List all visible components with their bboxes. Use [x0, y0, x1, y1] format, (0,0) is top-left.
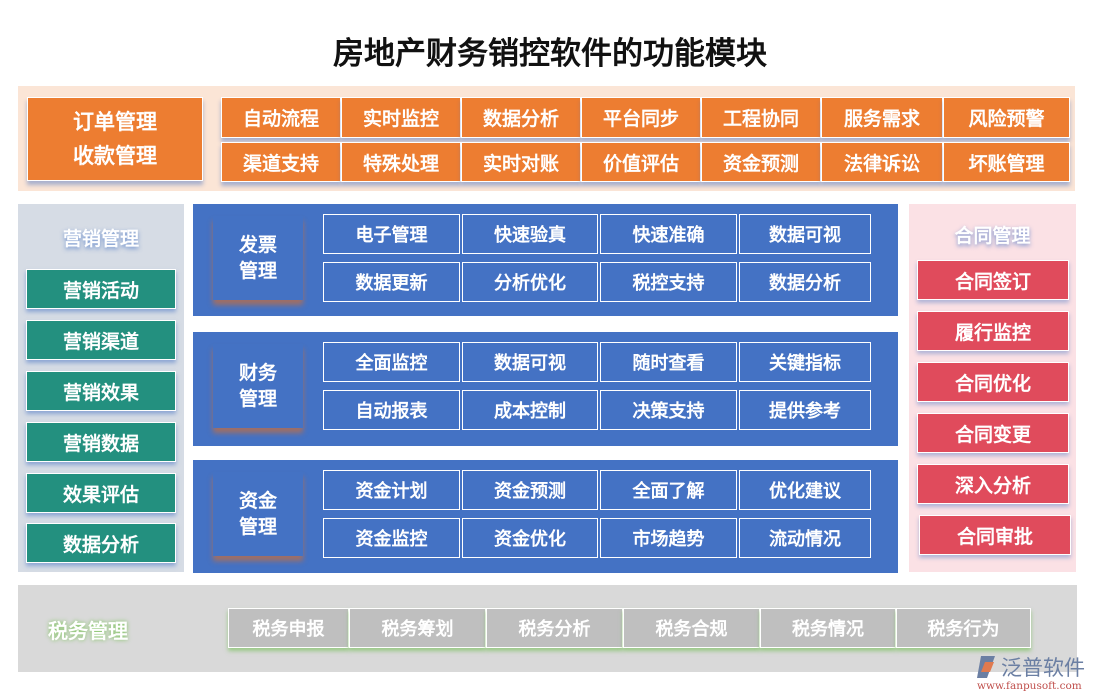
feature-item: 实时监控 [341, 97, 461, 138]
contract-item: 履行监控 [917, 311, 1069, 351]
feature-item: 平台同步 [581, 97, 701, 138]
tax-item: 税务申报 [228, 608, 349, 648]
feature-item: 资金预测 [701, 142, 821, 182]
feature-item: 工程协同 [701, 97, 821, 138]
module-label: 财务 管理 [213, 344, 303, 428]
feature-item: 坏账管理 [943, 142, 1070, 182]
order-collection-box: 订单管理 收款管理 [27, 97, 203, 181]
module-item: 数据可视 [462, 342, 598, 382]
module-item: 成本控制 [462, 390, 598, 430]
module-item: 资金计划 [323, 470, 460, 510]
logo-name: 泛普软件 [1001, 656, 1085, 680]
marketing-title: 营销管理 [62, 228, 139, 250]
marketing-item: 营销渠道 [26, 320, 176, 360]
module-label: 发票 管理 [213, 216, 303, 300]
module-item: 资金优化 [462, 518, 598, 558]
module-item: 分析优化 [462, 262, 598, 302]
module-item: 提供参考 [739, 390, 871, 430]
module-item: 自动报表 [323, 390, 460, 430]
module-item: 数据分析 [739, 262, 871, 302]
tax-item: 税务分析 [486, 608, 623, 648]
feature-item: 实时对账 [461, 142, 581, 182]
module-item: 快速验真 [462, 214, 598, 254]
fanpu-logo: 泛普软件 www.fanpusoft.com [975, 652, 1095, 696]
contract-item: 合同优化 [917, 362, 1069, 402]
feature-item: 渠道支持 [221, 142, 341, 182]
feature-item: 数据分析 [461, 97, 581, 138]
module-item: 资金监控 [323, 518, 460, 558]
feature-item: 特殊处理 [341, 142, 461, 182]
tax-item: 税务筹划 [349, 608, 486, 648]
marketing-item: 营销活动 [26, 269, 176, 309]
module-item: 数据可视 [739, 214, 871, 254]
feature-item: 价值评估 [581, 142, 701, 182]
module-item: 电子管理 [323, 214, 460, 254]
module-item: 随时查看 [600, 342, 737, 382]
marketing-item: 营销效果 [26, 371, 176, 411]
tax-item: 税务情况 [760, 608, 896, 648]
module-item: 资金预测 [462, 470, 598, 510]
marketing-item: 数据分析 [26, 523, 176, 563]
contract-item: 合同审批 [919, 515, 1071, 555]
module-item: 数据更新 [323, 262, 460, 302]
feature-item: 服务需求 [821, 97, 943, 138]
marketing-item: 营销数据 [26, 422, 176, 462]
module-item: 优化建议 [739, 470, 871, 510]
contract-item: 深入分析 [917, 464, 1069, 504]
module-block: 发票 管理电子管理快速验真快速准确数据可视数据更新分析优化税控支持数据分析 [193, 204, 898, 316]
logo-icon [977, 656, 995, 678]
module-item: 关键指标 [739, 342, 871, 382]
module-block: 财务 管理全面监控数据可视随时查看关键指标自动报表成本控制决策支持提供参考 [193, 332, 898, 446]
module-label: 资金 管理 [213, 472, 303, 556]
tax-title: 税务管理 [48, 619, 128, 643]
module-item: 流动情况 [739, 518, 871, 558]
tax-item: 税务合规 [623, 608, 760, 648]
logo-url: www.fanpusoft.com [977, 680, 1082, 692]
module-item: 全面监控 [323, 342, 460, 382]
collection-label: 收款管理 [73, 144, 157, 168]
module-block: 资金 管理资金计划资金预测全面了解优化建议资金监控资金优化市场趋势流动情况 [193, 460, 898, 573]
feature-item: 法律诉讼 [821, 142, 943, 182]
tax-item: 税务行为 [896, 608, 1031, 648]
page-title: 房地产财务销控软件的功能模块 [333, 36, 767, 72]
module-item: 决策支持 [600, 390, 737, 430]
module-item: 快速准确 [600, 214, 737, 254]
marketing-item: 效果评估 [26, 473, 176, 513]
contract-title: 合同管理 [954, 225, 1031, 247]
module-item: 税控支持 [600, 262, 737, 302]
feature-item: 风险预警 [943, 97, 1070, 138]
module-item: 市场趋势 [600, 518, 737, 558]
order-label: 订单管理 [73, 110, 157, 134]
module-item: 全面了解 [600, 470, 737, 510]
contract-item: 合同签订 [917, 260, 1069, 300]
feature-item: 自动流程 [221, 97, 341, 138]
contract-item: 合同变更 [917, 413, 1069, 453]
